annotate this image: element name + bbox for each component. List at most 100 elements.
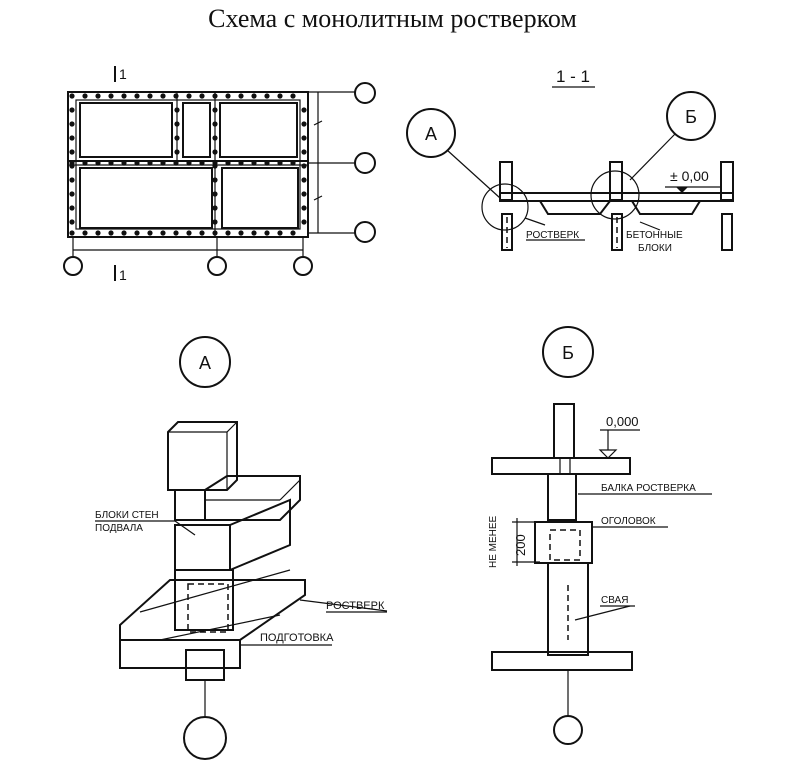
pile-dot (69, 205, 75, 211)
pile-dot (301, 107, 307, 113)
pile-dot (160, 93, 166, 99)
pile-dot (238, 160, 244, 166)
pile-dot (134, 230, 140, 236)
pile-dot (174, 107, 180, 113)
pile-dot (277, 93, 283, 99)
pile-dot (160, 160, 166, 166)
pile-dot (301, 163, 307, 169)
pile-dot (301, 121, 307, 127)
axis-marker (354, 221, 376, 243)
foundation-plan: 1 1 (63, 66, 376, 283)
pile-dot (69, 230, 75, 236)
level-triangle (598, 449, 618, 459)
ground-strip (491, 651, 633, 671)
pile-dot (69, 93, 75, 99)
pile-dot (173, 230, 179, 236)
column (499, 161, 513, 201)
level-triangle (676, 187, 688, 193)
pile-dot (212, 135, 218, 141)
block-edge (168, 421, 238, 433)
pile-dot (264, 93, 270, 99)
pile-dot (160, 230, 166, 236)
pile (721, 213, 733, 251)
pile-dot (108, 160, 114, 166)
pile-dot (212, 121, 218, 127)
pile-dot (277, 230, 283, 236)
axis-marker (207, 256, 227, 276)
rostverk-beam (512, 200, 721, 215)
leader-line (524, 217, 546, 226)
plan-room (219, 102, 298, 158)
label-pile: СВАЯ (601, 595, 628, 606)
axis-marker (354, 152, 376, 174)
pile-axis-marker (553, 715, 583, 745)
pile-dot (134, 93, 140, 99)
pile-dot (301, 219, 307, 225)
page-title: Схема с монолитным ростверком (208, 4, 577, 33)
pile-dot (173, 93, 179, 99)
detail-circle-a (481, 183, 529, 231)
pile-dot (277, 160, 283, 166)
axis-marker (63, 256, 83, 276)
column (609, 161, 623, 201)
plan-room (182, 102, 211, 158)
pile-dot (147, 230, 153, 236)
pile-dot (174, 135, 180, 141)
floor-slab (491, 457, 631, 475)
pile-dot (82, 93, 88, 99)
plan-room (221, 167, 299, 229)
pile-dot (264, 160, 270, 166)
pile-dot (69, 177, 75, 183)
section-level: ± 0,00 (670, 168, 709, 184)
label-preparation: ПОДГОТОВКА (260, 632, 334, 644)
pile-dot (121, 160, 127, 166)
pile-dot (212, 219, 218, 225)
plan-room (79, 102, 173, 158)
callout-b (542, 326, 594, 378)
dimension-tick (313, 195, 323, 201)
leader-line (299, 599, 388, 612)
pile-dot (290, 160, 296, 166)
column-block (167, 421, 238, 491)
rostverk-core (174, 569, 234, 631)
detail-b-level: 0,000 (606, 414, 639, 429)
pile-dot (199, 93, 205, 99)
pile-dot (212, 107, 218, 113)
dimension-tick (313, 120, 323, 126)
pile-dot (290, 230, 296, 236)
axis-marker (354, 82, 376, 104)
pile-dot (290, 93, 296, 99)
pile-dot (108, 93, 114, 99)
preparation-edge (159, 614, 281, 641)
callout-b (666, 91, 716, 141)
pile-top (185, 649, 225, 681)
pile-dot (186, 230, 192, 236)
section-mark-top: 1 (119, 66, 127, 82)
detail-a-callout-label: А (199, 353, 211, 373)
pile-dot (69, 107, 75, 113)
leader-line (639, 221, 661, 231)
pile-dot (225, 230, 231, 236)
pile-dot (212, 230, 218, 236)
beam-edge (279, 479, 301, 501)
pile-dot (174, 121, 180, 127)
pile-dot (212, 149, 218, 155)
pile-dot (95, 230, 101, 236)
detail-b-callout-label: Б (562, 343, 574, 363)
label-wall-blocks-1: БЛОКИ СТЕН (95, 510, 159, 521)
wall-block (174, 524, 231, 571)
label-beam: БАЛКА РОСТВЕРКА (601, 483, 696, 494)
pile-dot (301, 205, 307, 211)
callout-a-label: А (425, 124, 437, 144)
pile-dot (251, 230, 257, 236)
leader-line (574, 605, 631, 621)
pile-dot (147, 93, 153, 99)
pile-dot (134, 160, 140, 166)
rostverk-beam (547, 473, 577, 521)
pile-dot (301, 177, 307, 183)
section-label-blocks-1: БЕТОННЫЕ (626, 230, 683, 241)
pile-dot (212, 93, 218, 99)
wall-block (174, 489, 206, 521)
upper-beam (204, 475, 301, 521)
section-label-rostverk: РОСТВЕРК (526, 230, 579, 241)
